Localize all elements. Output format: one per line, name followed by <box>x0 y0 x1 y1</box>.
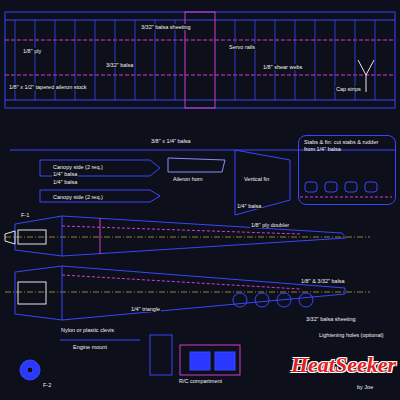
plan-note: Vertical fin <box>243 176 270 182</box>
plan-title: HeatSeeker <box>291 354 396 376</box>
plan-note: Nylon or plastic clevis <box>60 327 115 333</box>
plan-note: F-2 <box>42 382 52 388</box>
plan-note: Cap strips <box>335 86 362 92</box>
plan-note: 1/4" balsa <box>52 179 78 185</box>
plan-note: 1/8" & 3/32" balsa <box>300 278 346 284</box>
plan-note: 1/4" balsa <box>236 203 262 209</box>
plan-note: 1/8" shear webs <box>262 64 303 70</box>
plan-note: Canopy side (2 req.) <box>52 164 104 170</box>
plan-note: by Joe <box>356 384 374 390</box>
plan-note: 3/32" balsa <box>105 62 134 68</box>
plan-note: Canopy side (2 req.) <box>52 194 104 200</box>
plan-note: 1/8" ply <box>22 48 42 54</box>
plan-note: 1/8" x 1/2" tapered aileron stock <box>8 84 88 90</box>
plan-note: F-1 <box>20 212 30 218</box>
plan-note: Aileron horn <box>172 176 204 182</box>
plan-note: 3/8" x 1/4" balsa <box>150 138 192 144</box>
plan-note: Lightening holes (optional) <box>318 332 385 338</box>
plan-note: Servo rails <box>228 44 256 50</box>
plan-note: Engine mount <box>72 344 108 350</box>
plan-note: 3/32" balsa sheeting <box>140 24 192 30</box>
panel-note: Stabs & fin: cut stabs & rudder from 1/4… <box>299 136 395 155</box>
plan-note: 1/4" balsa <box>52 171 78 177</box>
plan-note: R/C compartment <box>178 378 223 384</box>
plan-note: 1/8" ply doubler <box>250 222 290 228</box>
plan-note: 3/32" balsa sheeting <box>305 316 357 322</box>
tail-parts-panel: Stabs & fin: cut stabs & rudder from 1/4… <box>298 135 396 205</box>
plan-note: 1/4" triangle <box>130 306 161 312</box>
